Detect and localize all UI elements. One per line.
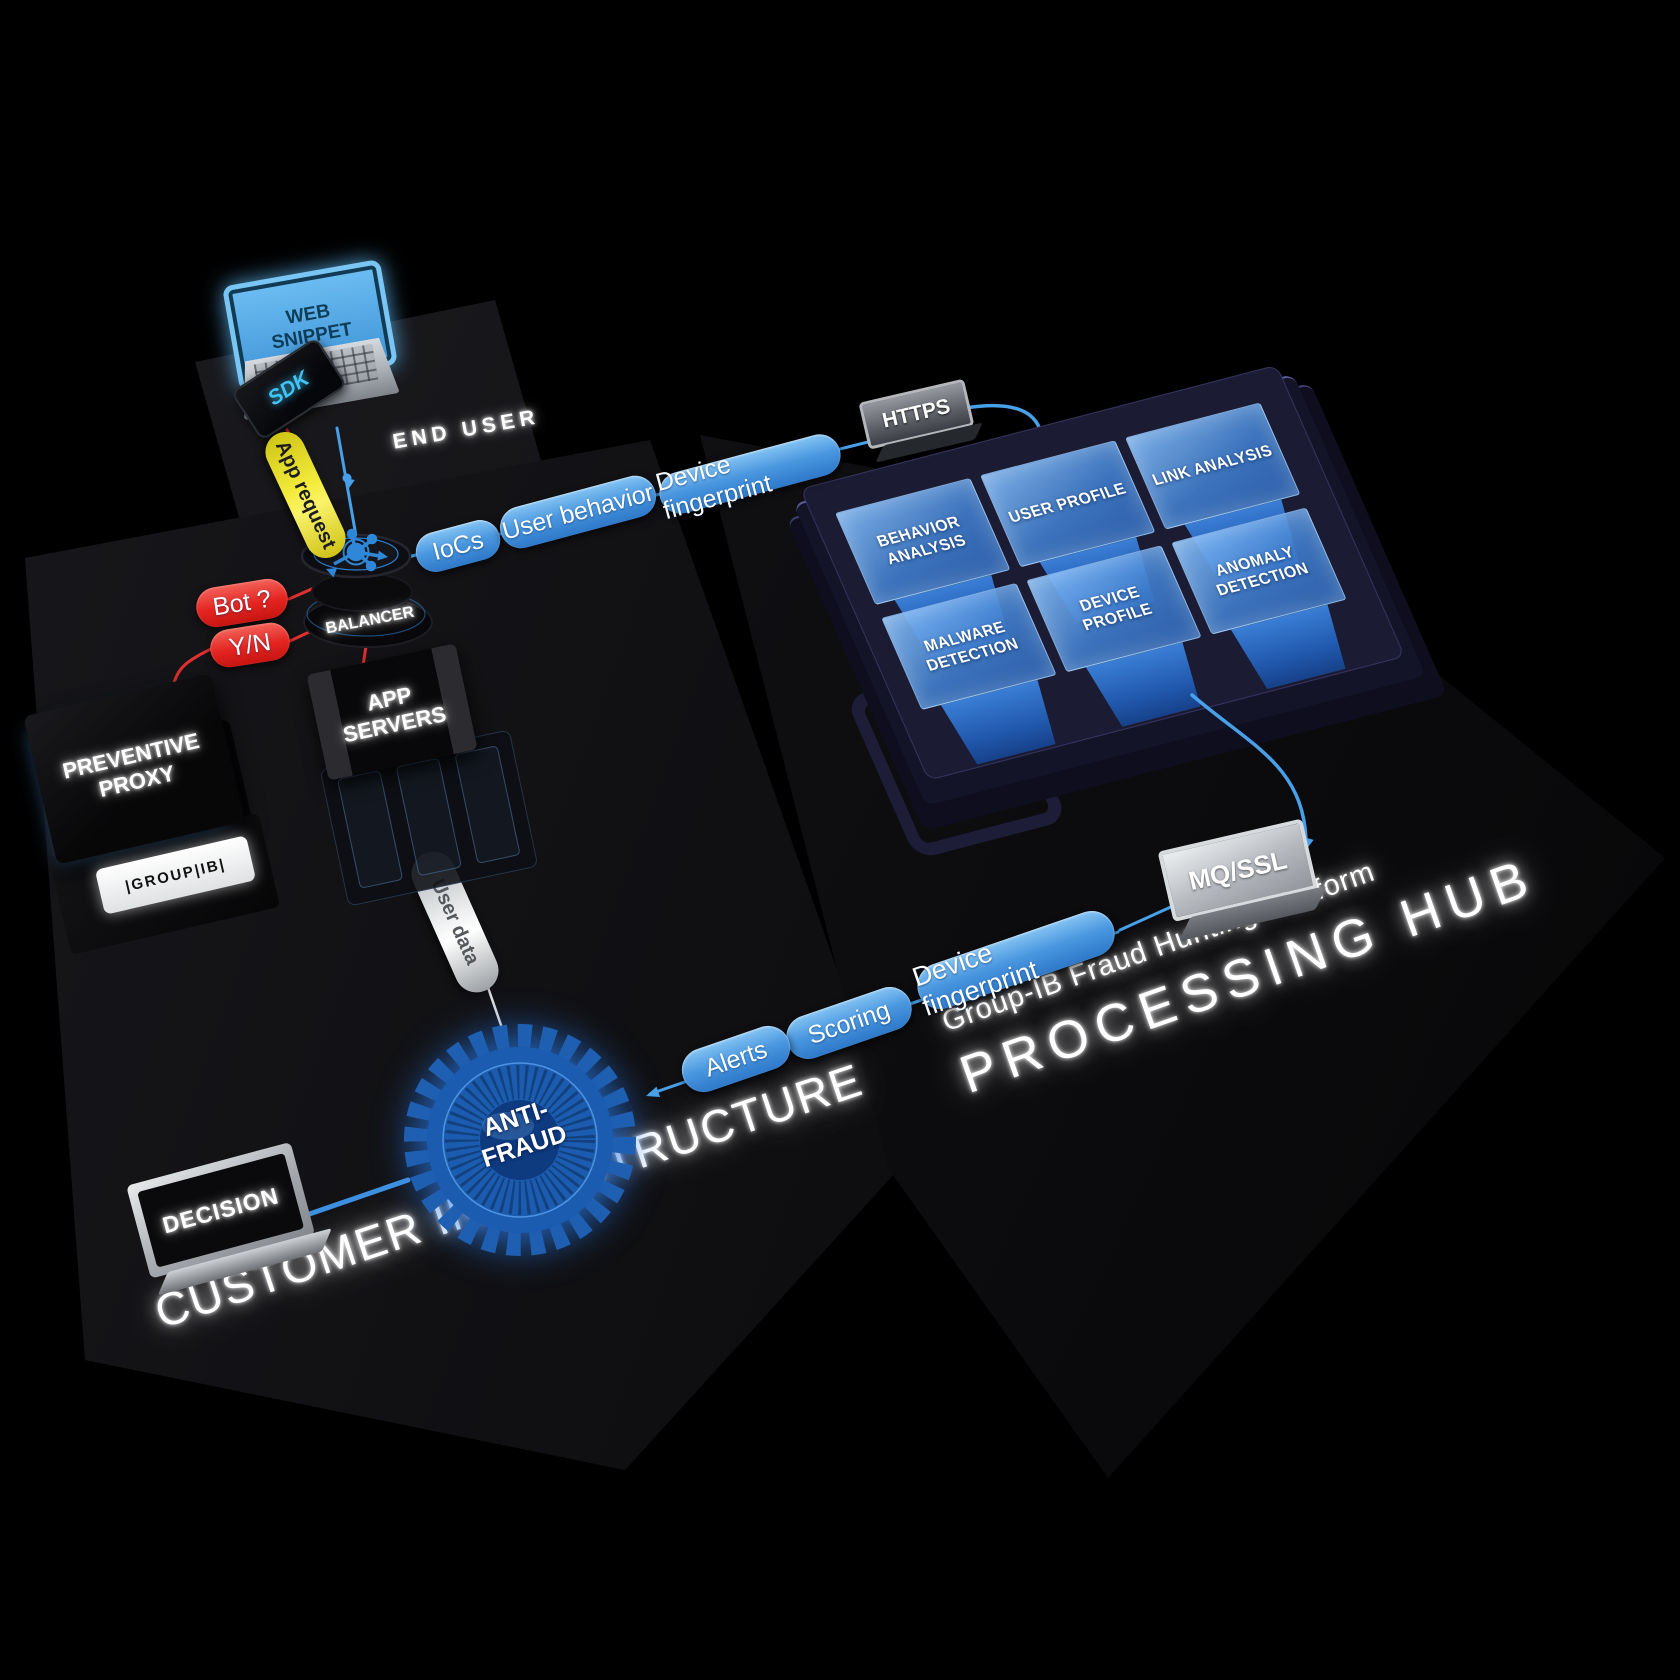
server-unit bbox=[395, 757, 462, 877]
antifraud-gear bbox=[404, 1024, 636, 1256]
balancer-hub-icon bbox=[326, 528, 388, 578]
arrow-into-gear bbox=[646, 1086, 661, 1097]
server-unit bbox=[454, 745, 521, 864]
sdk-label: SDK bbox=[263, 366, 314, 411]
server-unit bbox=[336, 770, 404, 889]
